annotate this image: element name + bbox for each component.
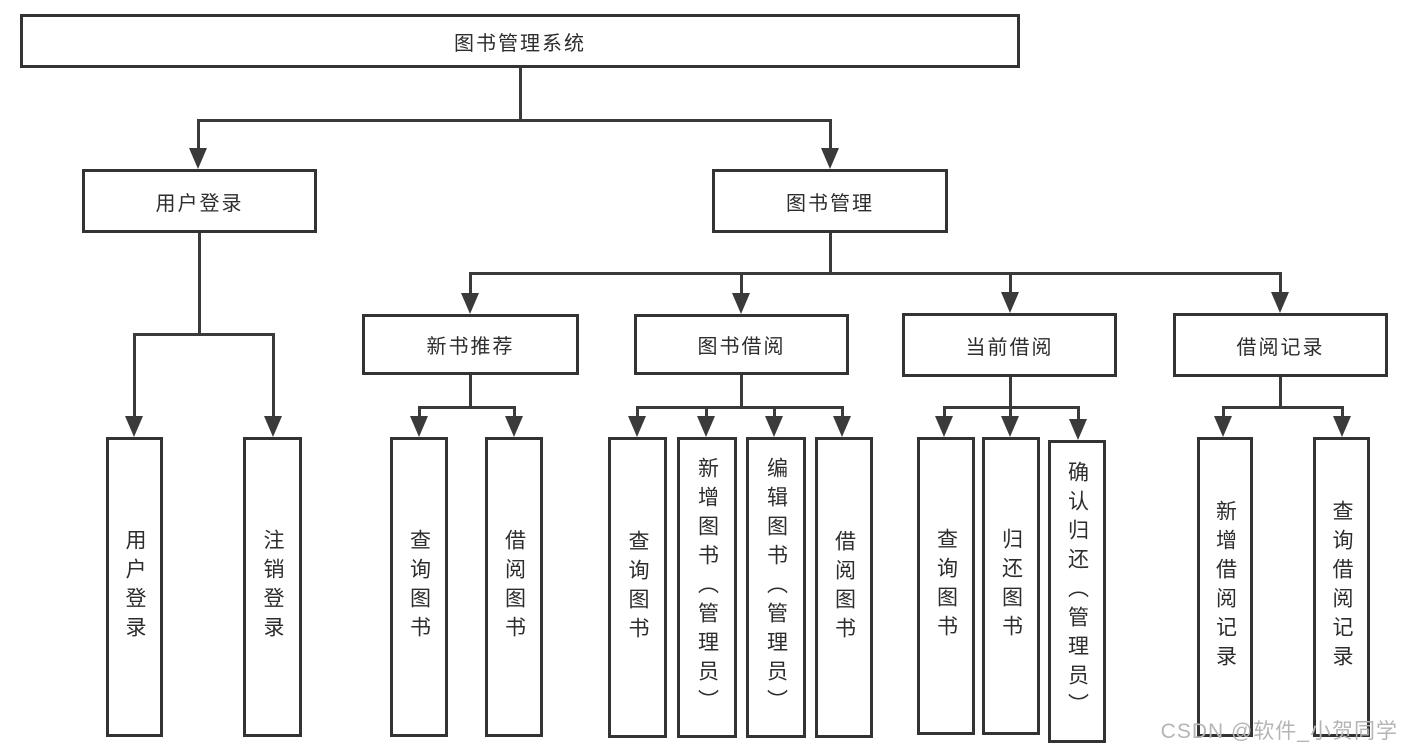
arrow-down-icon: [264, 416, 282, 437]
node-borrowing-records: 借阅记录: [1173, 313, 1388, 377]
connector-horizontal-line: [132, 332, 275, 336]
connector-vertical-line: [739, 375, 743, 408]
connector-horizontal-line: [1221, 405, 1344, 409]
connector-horizontal-line: [196, 118, 832, 122]
node-borrow-books-2: 借阅图书: [815, 437, 873, 738]
arrow-down-icon: [189, 148, 207, 169]
arrow-shaft-line: [1008, 407, 1012, 416]
arrow-shaft-line: [1340, 407, 1344, 416]
connector-vertical-line: [197, 233, 201, 335]
node-current-borrowing: 当前借阅: [902, 313, 1117, 377]
connector-horizontal-line: [417, 405, 516, 409]
node-library-management-system: 图书管理系统: [20, 14, 1020, 68]
node-confirm-return-admin: 确认归还（管理员）: [1048, 440, 1106, 743]
arrow-shaft-line: [1278, 273, 1282, 292]
node-book-management: 图书管理: [712, 169, 948, 233]
node-new-book-recommend: 新书推荐: [362, 314, 579, 375]
arrow-down-icon: [765, 416, 783, 437]
arrow-shaft-line: [1076, 407, 1080, 419]
arrow-shaft-line: [512, 407, 516, 416]
node-user-login-leaf: 用户登录: [106, 437, 163, 737]
arrow-shaft-line: [635, 407, 639, 416]
node-book-borrowing: 图书借阅: [634, 314, 849, 375]
arrow-down-icon: [410, 416, 428, 437]
arrow-down-icon: [1271, 292, 1289, 313]
node-query-borrow-record: 查询借阅记录: [1313, 437, 1370, 737]
arrow-down-icon: [1069, 419, 1087, 440]
node-edit-books-admin: 编辑图书（管理员）: [746, 437, 806, 738]
connector-vertical-line: [1278, 377, 1282, 408]
connector-horizontal-line: [635, 405, 844, 409]
arrow-shaft-line: [840, 407, 844, 416]
connector-vertical-line: [518, 68, 522, 121]
node-borrow-books-1: 借阅图书: [485, 437, 543, 737]
arrow-shaft-line: [196, 120, 200, 148]
arrow-down-icon: [697, 416, 715, 437]
node-add-books-admin: 新增图书（管理员）: [677, 437, 737, 738]
arrow-shaft-line: [1221, 407, 1225, 416]
connector-horizontal-line: [468, 271, 1282, 275]
node-logout-leaf: 注销登录: [243, 437, 302, 737]
arrow-down-icon: [505, 416, 523, 437]
watermark: CSDN @软件_小贺同学: [1160, 720, 1398, 743]
arrow-shaft-line: [271, 334, 275, 416]
node-return-books: 归还图书: [982, 437, 1040, 735]
arrow-shaft-line: [132, 334, 136, 416]
arrow-shaft-line: [1008, 273, 1012, 292]
node-user-login: 用户登录: [82, 169, 317, 233]
connector-vertical-line: [1008, 377, 1012, 408]
arrow-shaft-line: [772, 407, 776, 416]
arrow-down-icon: [935, 416, 953, 437]
arrow-shaft-line: [468, 273, 472, 293]
connector-vertical-line: [828, 233, 832, 274]
arrow-down-icon: [1001, 292, 1019, 313]
node-add-borrow-record: 新增借阅记录: [1197, 437, 1253, 737]
arrow-down-icon: [125, 416, 143, 437]
arrow-down-icon: [821, 148, 839, 169]
arrow-shaft-line: [828, 120, 832, 148]
arrow-down-icon: [461, 293, 479, 314]
node-query-books-3: 查询图书: [917, 437, 975, 735]
arrow-down-icon: [833, 416, 851, 437]
arrow-down-icon: [1214, 416, 1232, 437]
arrow-shaft-line: [417, 407, 421, 416]
node-query-books-1: 查询图书: [390, 437, 448, 737]
arrow-down-icon: [1333, 416, 1351, 437]
arrow-down-icon: [628, 416, 646, 437]
arrow-shaft-line: [942, 407, 946, 416]
arrow-shaft-line: [739, 273, 743, 293]
arrow-shaft-line: [704, 407, 708, 416]
arrow-down-icon: [732, 293, 750, 314]
arrow-down-icon: [1001, 416, 1019, 437]
connector-vertical-line: [468, 375, 472, 408]
node-query-books-2: 查询图书: [608, 437, 667, 738]
